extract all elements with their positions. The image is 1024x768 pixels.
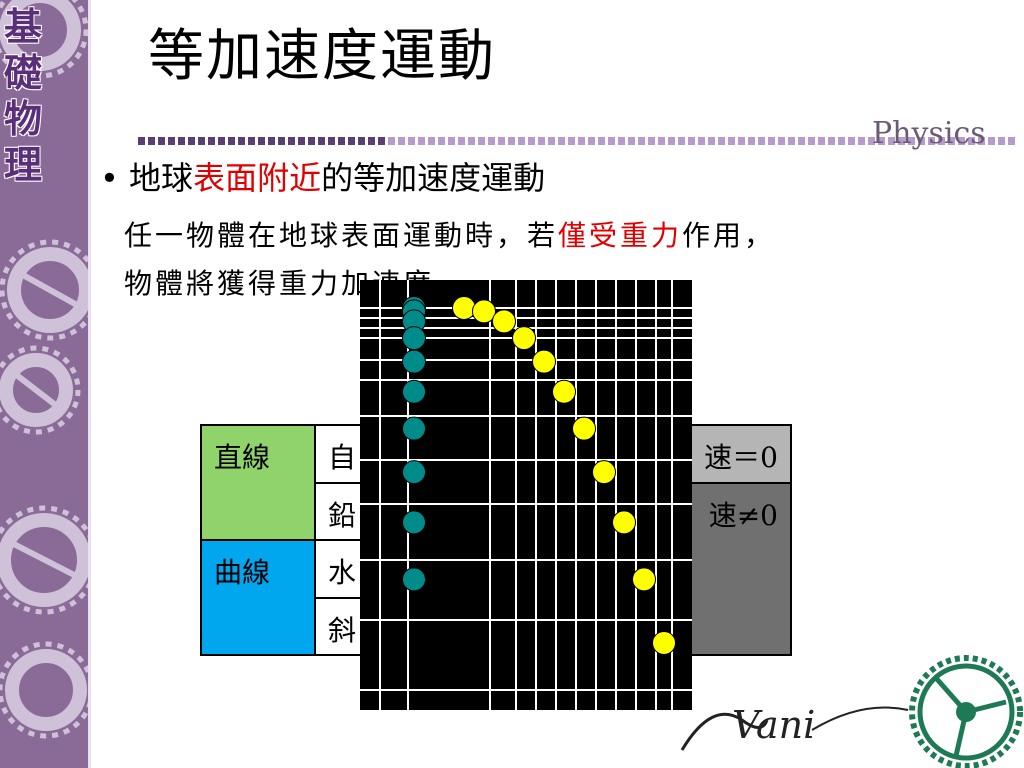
gear-pattern-icon [0, 0, 88, 739]
body-text: 任一物體在地球表面運動時，若 [124, 219, 559, 252]
body-text-end: 作用， [682, 219, 776, 252]
teal-ball [402, 416, 426, 441]
teal-ball [402, 510, 426, 535]
sidebar-char: 礎 [3, 51, 42, 95]
sidebar-char: 基 [3, 5, 42, 49]
dashed-divider [138, 137, 1016, 145]
yellow-ball [492, 309, 516, 334]
signature-text: Vani [732, 703, 815, 747]
page-title: 等加速度運動 [148, 24, 496, 89]
falling-balls-animation [360, 280, 692, 710]
grid-lines [360, 280, 692, 710]
bullet-point: • 地球表面附近的等加速度運動 [100, 156, 545, 200]
teal-ball [402, 567, 426, 592]
signature-logo: Vani [680, 703, 909, 751]
yellow-ball [572, 416, 596, 441]
straight-cell: 直線 [200, 424, 316, 541]
teal-ball [402, 326, 426, 351]
teal-ball [402, 349, 426, 374]
bullet-text: 地球 [129, 159, 194, 197]
sidebar-char: 理 [3, 143, 42, 187]
yellow-ball [472, 299, 496, 324]
yellow-ball [652, 631, 676, 655]
bullet-text-end: 的等加速度運動 [321, 159, 546, 197]
sidebar-title: 基 礎 物 理 [0, 4, 46, 188]
bullet-highlight: 表面附近 [193, 159, 322, 197]
yellow-ball [612, 510, 636, 535]
curve-cell: 曲線 [200, 539, 316, 656]
sidebar-char: 物 [3, 97, 42, 141]
sidebar-decoration: 基 礎 物 理 [0, 0, 88, 768]
sidebar-edge [88, 0, 91, 768]
yellow-ball [592, 460, 616, 485]
body-highlight: 僅受重力 [558, 219, 683, 252]
gear-logo-icon [909, 655, 1023, 768]
bullet-marker: • [100, 159, 119, 197]
yellow-ball [512, 326, 536, 351]
teal-ball [402, 460, 426, 485]
teal-ball [402, 379, 426, 404]
yellow-ball [532, 349, 556, 374]
yellow-ball [452, 296, 476, 320]
yellow-ball [552, 379, 576, 404]
body-line-1: 任一物體在地球表面運動時，若僅受重力作用， [124, 216, 775, 256]
physics-label: Physics [872, 116, 986, 151]
yellow-ball [632, 567, 656, 592]
balls [402, 296, 676, 655]
